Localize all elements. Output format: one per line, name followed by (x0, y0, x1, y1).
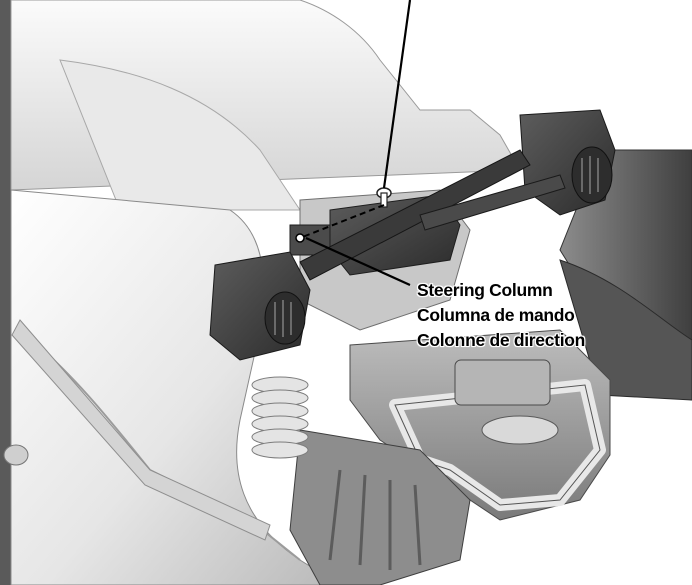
callout-label-french: Colonne de direction (417, 330, 586, 350)
skid-plate (289, 429, 471, 585)
insertion-guide (299, 204, 385, 239)
right-light-lens (571, 146, 613, 204)
skid-plate-ribs (328, 469, 422, 570)
left-frame-bar (0, 0, 11, 585)
rear-crossbar (419, 174, 566, 231)
gear-wheel (481, 415, 559, 445)
callout-label-spanish: Columna de mando (417, 305, 575, 325)
right-light-ribs (581, 156, 599, 194)
column-hole (295, 233, 305, 243)
leader-line-top (382, 0, 412, 189)
callout-label-english: Steering Column (417, 280, 553, 300)
dash-fold (59, 59, 301, 211)
left-hub (3, 444, 29, 466)
bolt-icon (376, 187, 392, 208)
gear-motor (454, 359, 551, 406)
left-light-ribs (274, 300, 292, 337)
light-crossbar (299, 149, 531, 281)
spring-icon (251, 376, 309, 459)
leader-line-label (305, 236, 411, 287)
left-light-lens (264, 291, 306, 345)
step-rail (11, 319, 271, 541)
